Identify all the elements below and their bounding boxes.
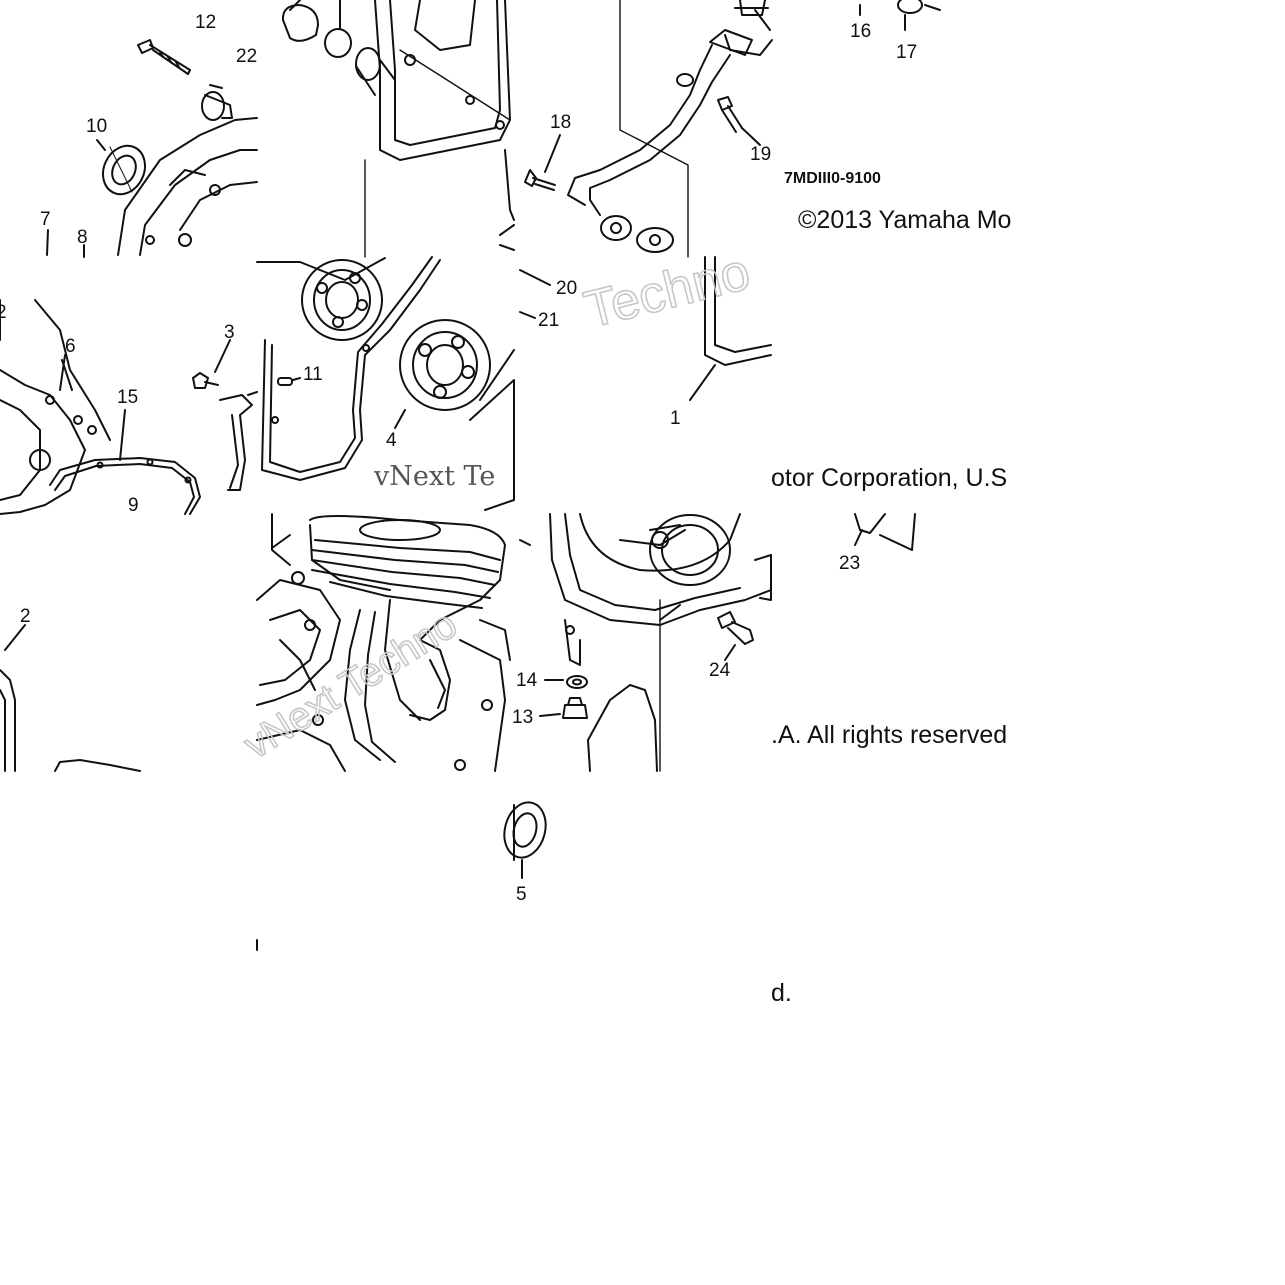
callout-24: 24 (709, 660, 731, 681)
gasket-15 (49, 409, 201, 515)
callout-21: 21 (538, 310, 559, 331)
copyright-line-2: otor Corporation, U.S (771, 464, 1008, 492)
callout-7: 7 (40, 209, 51, 230)
callout-10: 10 (86, 116, 107, 137)
part-20-21 (499, 244, 551, 319)
callout-18: 18 (550, 112, 571, 133)
crankcase-lower-left (0, 624, 141, 772)
copyright-line-1: ©2013 Yamaha Mo (798, 206, 1012, 234)
clamp-22 (201, 84, 233, 121)
callout-19: 19 (750, 144, 771, 165)
callout-8: 8 (77, 227, 88, 248)
callout-17: 17 (896, 42, 917, 63)
callout-5: 5 (516, 884, 527, 905)
callout-3: 3 (224, 322, 235, 343)
gasket-outline-center (256, 256, 441, 481)
watermark-vnext: vNext Te (373, 461, 495, 492)
bolt-18 (524, 134, 561, 191)
watermark-vnext-rotated: vNext Techno (236, 602, 464, 767)
crankcase-half-left (0, 299, 111, 515)
callout-12: 12 (195, 12, 216, 33)
callout-14: 14 (516, 670, 538, 691)
callout-2-lower: 2 (20, 606, 31, 627)
cover-plate-upper (281, 0, 515, 258)
part-17 (859, 0, 941, 31)
callout-16: 16 (850, 21, 871, 42)
crankcase-cover-right (519, 513, 772, 772)
washer-14 (544, 675, 588, 689)
bearing-4 (394, 319, 491, 429)
callout-20: 20 (556, 278, 577, 299)
cover-part-1 (689, 256, 772, 401)
callout-6: 6 (65, 336, 76, 357)
cylinder-block (256, 513, 511, 772)
part-23 (854, 513, 916, 551)
oil-seal-10 (102, 144, 146, 196)
callout-1: 1 (670, 408, 681, 429)
bolt-3 (192, 339, 231, 389)
callout-22: 22 (236, 46, 257, 67)
callout-labels: 12 22 10 7 8 2 6 3 15 9 11 4 18 19 16 17… (0, 12, 917, 905)
callout-13: 13 (512, 707, 533, 728)
callout-15: 15 (117, 387, 138, 408)
gasket-lower (587, 684, 658, 772)
plug-13 (539, 697, 588, 719)
dowel-11 (277, 377, 301, 386)
bolt-12 (137, 39, 191, 75)
drawing-code: 7MDIII0-9100 (784, 170, 881, 187)
copyright-line-3: .A. All rights reserved (771, 721, 1008, 749)
bolt-24 (717, 611, 754, 661)
callout-11: 11 (303, 364, 323, 385)
callout-4: 4 (386, 430, 397, 451)
bracket-part (219, 391, 258, 491)
bearing-upper (301, 259, 383, 341)
watermark-techno: Techno (579, 243, 756, 340)
callout-2-upper: 2 (0, 302, 7, 323)
callout-23: 23 (839, 553, 860, 574)
oil-pipe-assembly (567, 0, 773, 258)
crankcase-cover-left-upper (117, 117, 258, 256)
oil-seal-5 (503, 801, 547, 879)
bolt-19 (717, 96, 761, 146)
copyright-line-4: d. (771, 979, 792, 1007)
callout-9: 9 (128, 495, 139, 516)
